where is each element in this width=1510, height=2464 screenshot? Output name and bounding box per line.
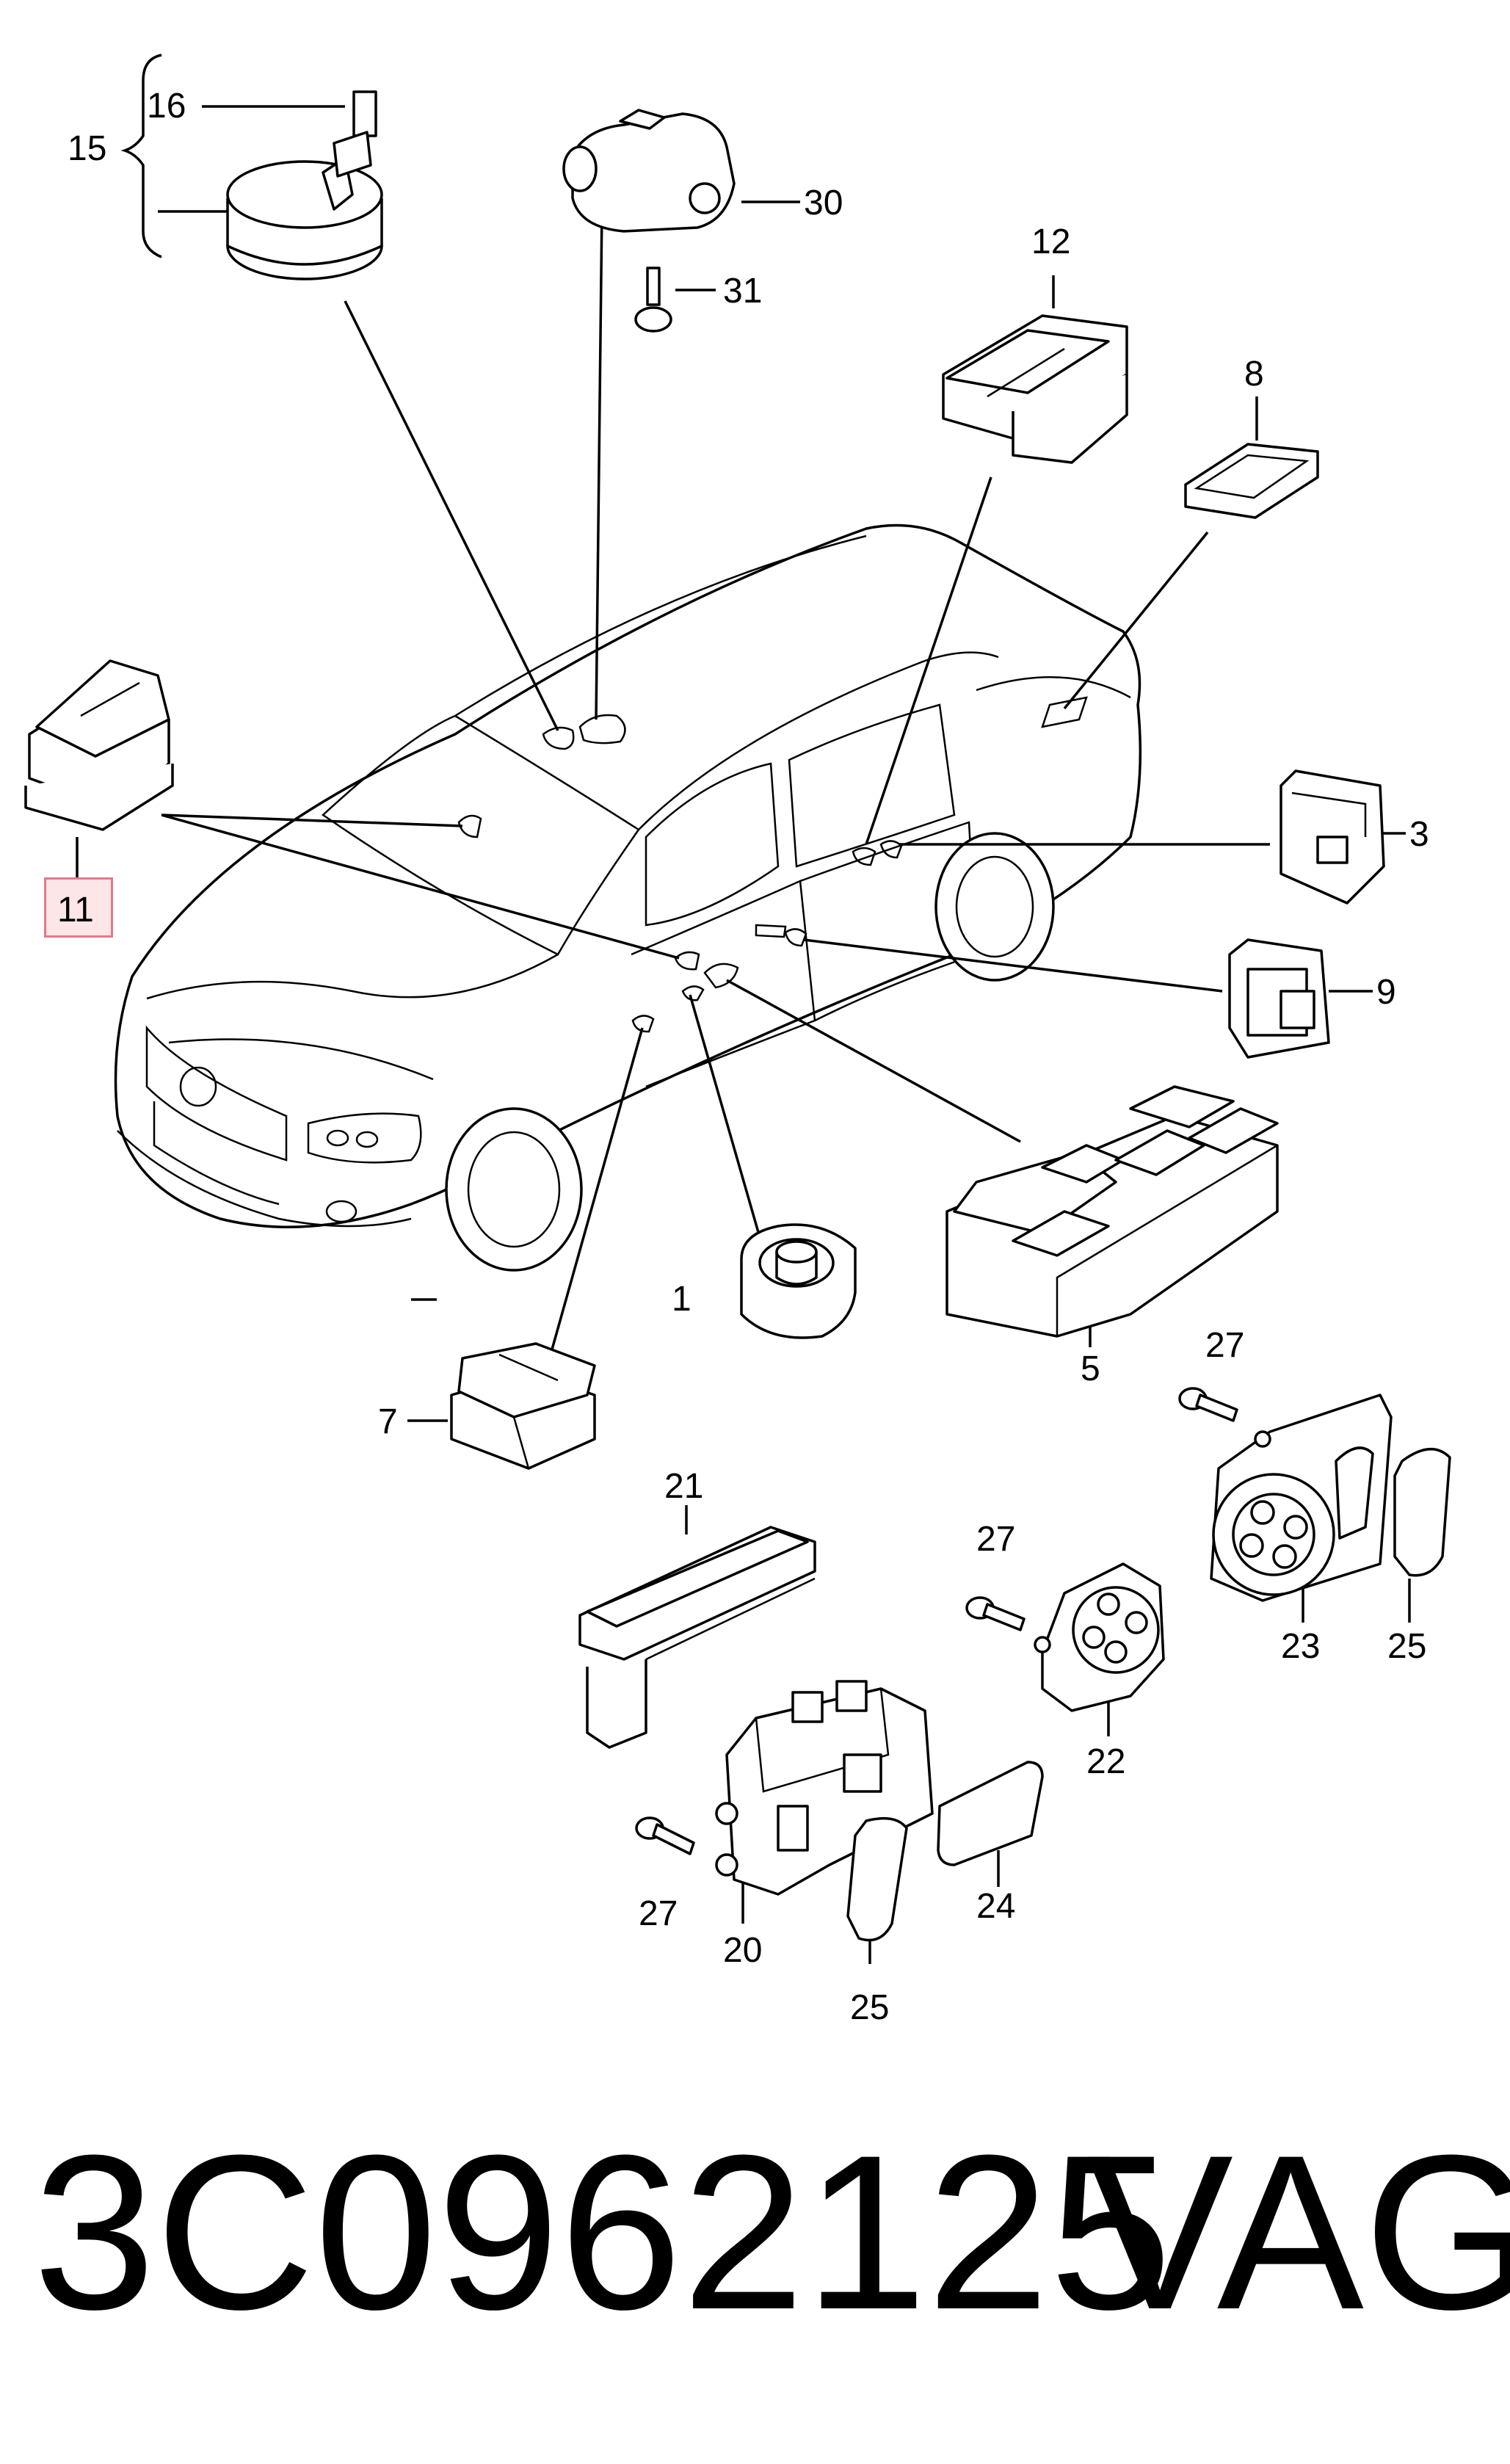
part-20-seat-module (715, 1680, 934, 1896)
callout-12: 12 (1031, 222, 1070, 261)
part-25-cover-right (1393, 1447, 1451, 1577)
callout-8: 8 (1244, 355, 1264, 394)
part-7-window-switch (450, 1342, 596, 1470)
part-27-screw-right (1178, 1387, 1238, 1422)
part-8-trunk-switch (1184, 443, 1319, 519)
callout-3: 3 (1409, 815, 1429, 854)
part-27-screw-left (635, 1816, 695, 1855)
highlight-box-part-11 (44, 877, 113, 938)
part-9-switch (1228, 938, 1330, 1059)
callout-27-left: 27 (639, 1894, 678, 1933)
part-5-master-switch (945, 1085, 1279, 1338)
part-1-mirror-switch (740, 1223, 857, 1339)
part-23-seat-switch (1210, 1394, 1393, 1602)
part-25-cover-lower (846, 1816, 908, 1942)
callout-7: 7 (378, 1402, 398, 1441)
callout-27-middle: 27 (976, 1520, 1015, 1559)
callout-27-right: 27 (1205, 1326, 1244, 1365)
part-21-switch-strip (578, 1526, 816, 1749)
part-3-window-switch (1279, 769, 1385, 905)
callout-20: 20 (723, 1931, 762, 1970)
callout-25-lower: 25 (850, 1988, 889, 2027)
part-31-screw (634, 267, 672, 333)
callout-labels: 16 15 30 31 12 8 11 3 9 1 5 7 27 21 27 2… (57, 87, 1429, 2027)
callout-30: 30 (804, 184, 843, 222)
part-22-seat-switch (1034, 1562, 1165, 1712)
callout-16: 16 (147, 87, 186, 126)
callout-11: 11 (57, 891, 94, 930)
part-12-window-switch (942, 314, 1128, 464)
part-11-window-switch (24, 659, 174, 831)
callout-31: 31 (723, 272, 762, 311)
callout-25-right: 25 (1387, 1627, 1426, 1666)
car-illustration (114, 523, 1142, 1272)
part-27-screw-middle (965, 1596, 1026, 1631)
part-24-cover (937, 1761, 1044, 1866)
part-30-actuator (562, 109, 736, 233)
callout-9: 9 (1376, 973, 1396, 1012)
callout-23: 23 (1281, 1627, 1320, 1666)
part-number: 3C0962125 (33, 2109, 1172, 2355)
callout-1: 1 (672, 1280, 692, 1319)
leader-lines (76, 54, 1411, 1964)
callout-24: 24 (976, 1887, 1015, 1926)
brand-name: VAG (1086, 2109, 1510, 2355)
callout-22: 22 (1086, 1742, 1125, 1781)
callout-5: 5 (1081, 1349, 1100, 1388)
callout-15: 15 (68, 129, 106, 168)
part-15-light-switch (226, 90, 383, 280)
callout-21: 21 (664, 1467, 703, 1506)
